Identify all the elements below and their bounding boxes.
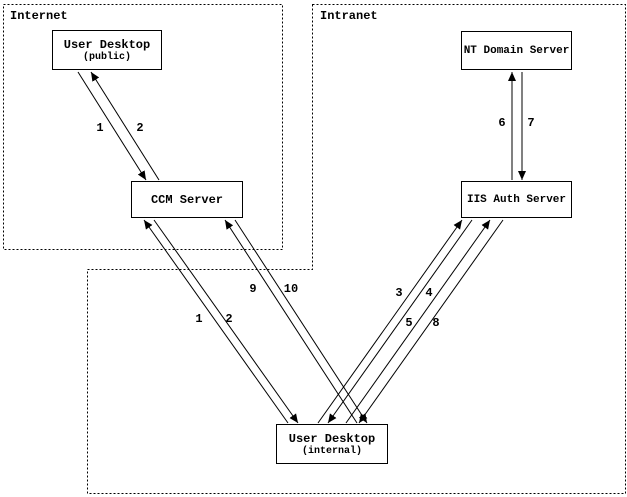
flow-label-9: 9 — [249, 282, 256, 296]
flow-4-iis-to-internal-desktop-arrow — [327, 219, 473, 424]
internet-region-outline — [3, 4, 283, 250]
flow-label-2: 2 — [136, 121, 143, 135]
node-iis-auth-server: IIS Auth Server — [461, 181, 572, 218]
flow-label-7: 7 — [527, 116, 534, 130]
flow-1-public-desktop-to-ccm-arrow — [77, 71, 147, 181]
flow-label-8: 8 — [432, 316, 439, 330]
flow-3-internal-desktop-to-iis-arrow — [317, 219, 463, 424]
node-user-desktop-internal: User Desktop (internal) — [276, 424, 388, 464]
flow-label-2b: 2 — [225, 312, 232, 326]
node-user-desktop-public-subtitle: (public) — [82, 51, 131, 63]
flow-5-internal-desktop-to-iis-arrow — [345, 219, 491, 424]
internet-region-label: Internet — [10, 9, 68, 23]
flow-1-internal-desktop-to-ccm-arrow — [143, 219, 289, 424]
flow-label-1b: 1 — [195, 312, 202, 326]
node-nt-domain-server-title: NT Domain Server — [463, 44, 570, 57]
flow-label-1: 1 — [96, 121, 103, 135]
flow-2-ccm-to-public-desktop-arrow — [90, 71, 160, 181]
flow-8-iis-to-internal-desktop-arrow — [358, 219, 504, 424]
intranet-region-outline — [87, 4, 626, 494]
node-ccm-server: CCM Server — [131, 181, 243, 218]
flow-label-10: 10 — [284, 282, 298, 296]
node-user-desktop-public: User Desktop (public) — [52, 30, 162, 70]
node-nt-domain-server: NT Domain Server — [461, 31, 572, 70]
node-iis-auth-server-title: IIS Auth Server — [466, 193, 567, 206]
intranet-region-label: Intranet — [320, 9, 378, 23]
flow-9-internal-desktop-to-ccm-arrow — [224, 219, 358, 424]
flow-label-5: 5 — [405, 316, 412, 330]
node-user-desktop-internal-subtitle: (internal) — [301, 445, 362, 457]
node-user-desktop-internal-title: User Desktop — [288, 431, 376, 446]
node-ccm-server-title: CCM Server — [150, 192, 223, 207]
flow-2-ccm-to-internal-desktop-arrow — [153, 219, 299, 424]
node-user-desktop-public-title: User Desktop — [63, 37, 151, 52]
flow-label-4: 4 — [425, 286, 432, 300]
flow-10-ccm-to-internal-desktop-arrow — [234, 219, 368, 424]
flow-label-3: 3 — [395, 286, 402, 300]
flow-label-6: 6 — [498, 116, 505, 130]
